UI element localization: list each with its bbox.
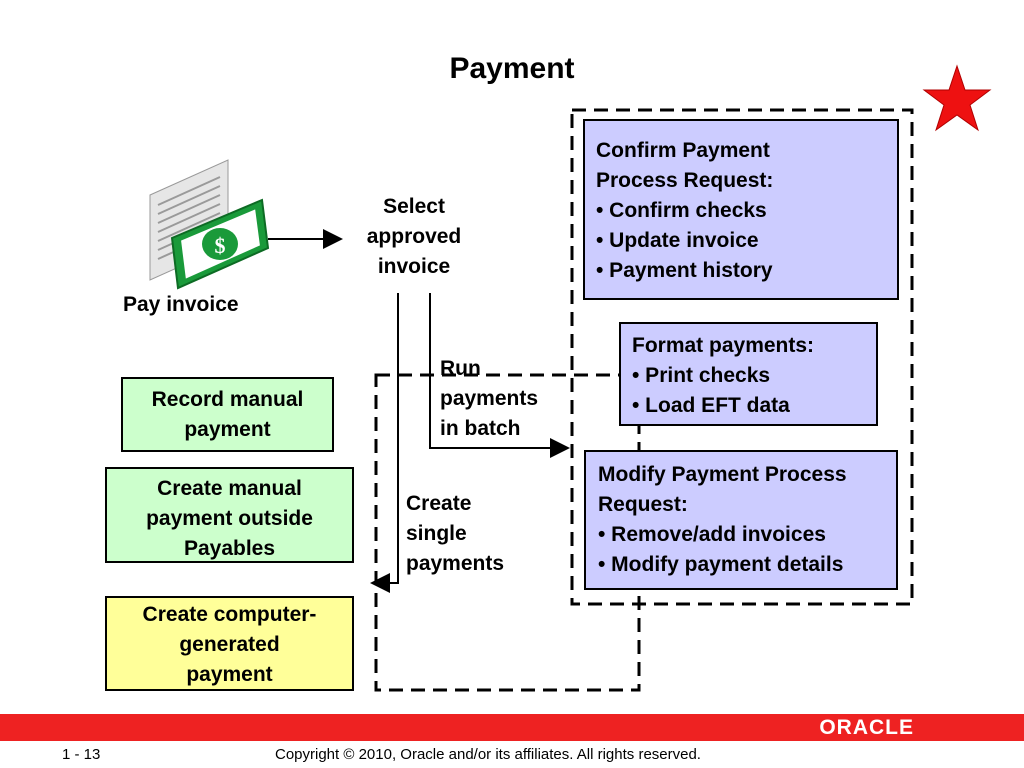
arrow-run-batch — [429, 293, 570, 458]
dollar-sign-icon: $ — [215, 233, 226, 258]
copyright-text: Copyright © 2010, Oracle and/or its affi… — [275, 746, 701, 763]
pay-invoice-label: Pay invoice — [123, 293, 239, 316]
modify-payment-process-request-box[interactable]: Modify Payment Process Request: • Remove… — [584, 450, 898, 590]
select-approved-invoice-label: Select approved invoice — [366, 195, 462, 278]
footer-bar — [0, 714, 1024, 741]
create-single-payments-label: Create single payments — [406, 492, 505, 575]
arrow-create-single — [370, 293, 399, 593]
create-manual-payment-outside-box[interactable]: Create manual payment outside Payables — [105, 467, 354, 563]
confirm-payment-process-request-box[interactable]: Confirm Payment Process Request: • Confi… — [583, 119, 899, 300]
record-manual-payment-box[interactable]: Record manual payment — [121, 377, 334, 452]
money-illustration: $ — [170, 198, 270, 290]
page-title: Payment — [449, 52, 575, 85]
dashed-region-right — [570, 108, 914, 606]
page-number: 1 - 13 — [62, 746, 101, 763]
format-payments-box[interactable]: Format payments: • Print checks • Load E… — [619, 322, 878, 426]
oracle-logo: ORACLE — [819, 716, 914, 739]
star-icon — [922, 64, 992, 132]
run-payments-batch-label: Run payments in batch — [440, 357, 539, 440]
create-computer-generated-payment-box[interactable]: Create computer- generated payment — [105, 596, 354, 691]
